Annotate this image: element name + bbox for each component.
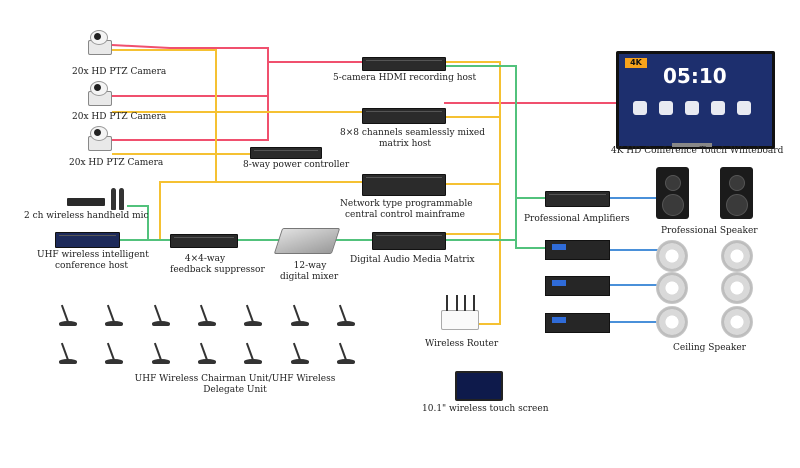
delegate-units-label-2: Delegate Unit	[203, 385, 267, 395]
conference-host-label-2: conference host	[55, 261, 129, 271]
microphone-icon	[149, 340, 173, 364]
ceiling-speaker-icon	[656, 272, 688, 304]
central-control-label-1: Network type programmable	[340, 199, 473, 209]
feedback-suppressor-device	[170, 234, 238, 248]
whiteboard-badge: 4K	[625, 58, 647, 68]
microphone-icon	[334, 302, 358, 326]
ceiling-speaker-icon	[721, 240, 753, 272]
app-icon	[659, 101, 673, 115]
wire-cam1-control	[112, 49, 217, 182]
ceiling-speaker-icon	[656, 306, 688, 338]
professional-amplifier-device	[545, 191, 610, 207]
conference-host-label-1: UHF wireless intelligent	[37, 250, 149, 260]
touch-screen-label: 10.1" wireless touch screen	[422, 404, 549, 414]
audio-wires	[118, 65, 545, 249]
speaker-wires	[608, 197, 658, 323]
whiteboard-stand	[672, 143, 712, 147]
microphone-icon	[56, 340, 80, 364]
recording-host-device	[362, 57, 446, 71]
app-icon	[711, 101, 725, 115]
wire-mic-host	[127, 205, 149, 240]
mixer-label-2: digital mixer	[280, 272, 339, 282]
matrix-host-label-1: 8×8 channels seamlessly mixed	[340, 128, 486, 138]
amplifier-3-device	[545, 313, 610, 333]
wire-central-bus	[159, 181, 362, 240]
power-controller-device	[250, 147, 322, 159]
ceiling-speaker-icon	[721, 306, 753, 338]
mixer-label-1: 12-way	[293, 261, 327, 271]
tablet-icon	[455, 371, 503, 401]
wire-recording-central	[444, 61, 501, 325]
whiteboard-clock: 05:10	[663, 64, 727, 88]
ptz-camera-icon	[86, 30, 112, 55]
control-wires	[112, 49, 501, 325]
video-wires	[111, 44, 616, 141]
delegate-units-label-1: UHF Wireless Chairman Unit/UHF Wireless	[134, 374, 336, 384]
router-label: Wireless Router	[425, 339, 499, 349]
handheld-mic-icon	[67, 188, 127, 210]
pro-speaker-icon	[656, 167, 689, 219]
app-icon	[737, 101, 751, 115]
wire-cam1-recording	[111, 44, 362, 63]
audio-matrix-label: Digital Audio Media Matrix	[350, 255, 475, 265]
microphone-icon	[149, 302, 173, 326]
amplifier-2-device	[545, 276, 610, 296]
digital-mixer-icon	[273, 228, 341, 254]
app-icon	[633, 101, 647, 115]
touch-whiteboard-icon: 4K 05:10	[616, 51, 775, 149]
audio-matrix-device	[372, 232, 446, 250]
microphone-icon	[195, 302, 219, 326]
conference-host-device	[55, 232, 120, 248]
microphone-icon	[102, 302, 126, 326]
wire-cam3-recording	[112, 96, 269, 141]
microphone-icon	[195, 340, 219, 364]
app-icon	[685, 101, 699, 115]
ptz-camera-icon	[86, 126, 112, 151]
camera-1-label: 20x HD PTZ Camera	[72, 67, 167, 77]
ceiling-speaker-icon	[721, 272, 753, 304]
ptz-camera-icon	[86, 81, 112, 106]
amplifier-1-device	[545, 240, 610, 260]
camera-2-label: 20x HD PTZ Camera	[72, 112, 167, 122]
pro-speaker-label: Professional Speaker	[661, 226, 758, 236]
camera-3-label: 20x HD PTZ Camera	[69, 158, 164, 168]
microphone-icon	[334, 340, 358, 364]
central-control-label-2: central control mainframe	[345, 210, 465, 220]
microphone-icon	[241, 340, 265, 364]
microphone-icon	[288, 340, 312, 364]
microphone-icon	[56, 302, 80, 326]
matrix-host-label-2: matrix host	[378, 139, 432, 149]
ceiling-speaker-label: Ceiling Speaker	[673, 343, 746, 353]
recording-host-label: 5-camera HDMI recording host	[333, 73, 477, 83]
whiteboard-label: 4K HD Conference Touch Whiteboard	[611, 146, 784, 156]
microphone-icon	[288, 302, 312, 326]
microphone-icon	[241, 302, 265, 326]
amplifiers-label: Professional Amplifiers	[524, 214, 630, 224]
matrix-host-device	[362, 108, 446, 124]
ceiling-speaker-icon	[656, 240, 688, 272]
handheld-mic-label: 2 ch wireless handheld mic	[24, 211, 149, 221]
power-controller-label: 8-way power controller	[243, 160, 350, 170]
microphone-icon	[102, 340, 126, 364]
feedback-suppressor-label-2: feedback suppressor	[170, 265, 265, 275]
feedback-suppressor-label-1: 4×4-way	[184, 254, 226, 264]
router-icon	[441, 295, 479, 330]
central-control-device	[362, 174, 446, 196]
pro-speaker-icon	[720, 167, 753, 219]
